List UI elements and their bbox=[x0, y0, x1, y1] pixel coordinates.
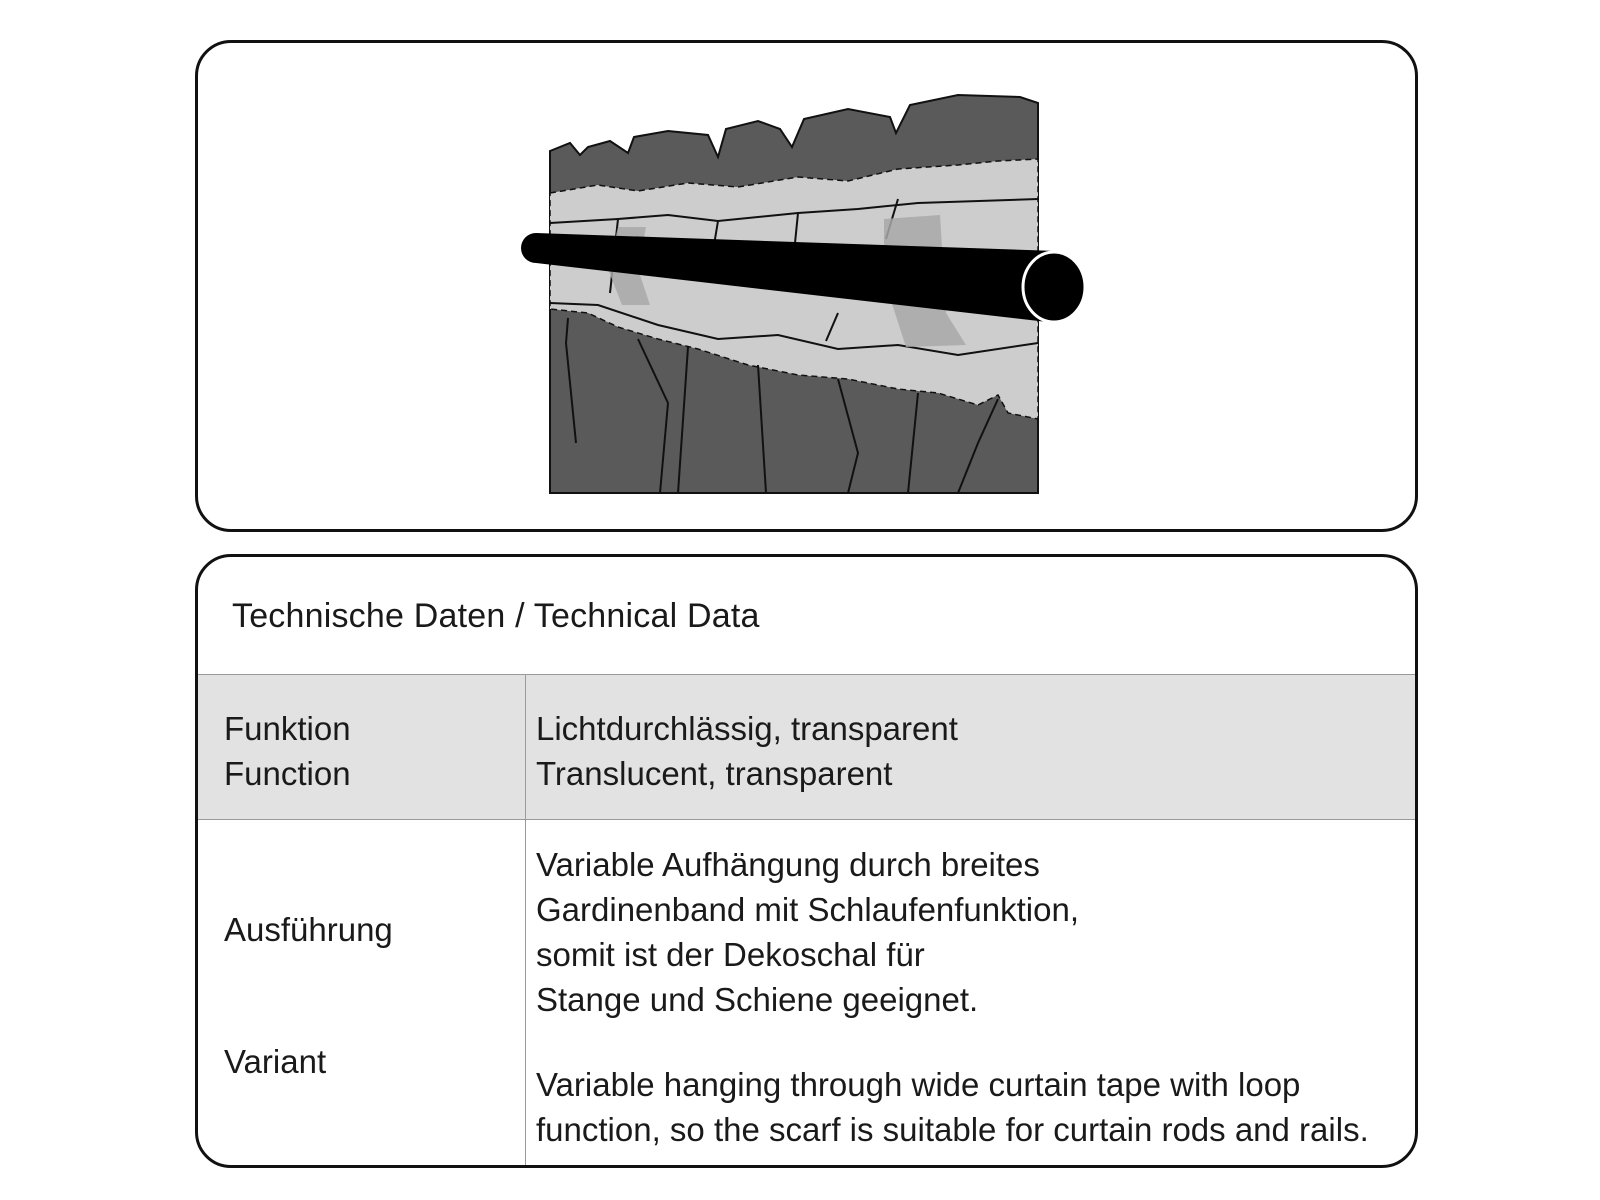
variant-value-en-line: Variable hanging through wide curtain ta… bbox=[536, 1066, 1301, 1103]
function-label-en: Function bbox=[224, 755, 351, 792]
technical-data-table: Technische Daten / Technical Data Funkti… bbox=[195, 554, 1418, 1168]
variant-value-de-line: Stange und Schiene geeignet. bbox=[536, 981, 979, 1018]
variant-label-en: Variant bbox=[224, 1043, 327, 1080]
variant-value-de-line: somit ist der Dekoschal für bbox=[536, 936, 925, 973]
variant-value-de-line: Gardinenband mit Schlaufenfunktion, bbox=[536, 891, 1080, 928]
function-value-en: Translucent, transparent bbox=[536, 755, 893, 792]
curtain-rod-end bbox=[1021, 250, 1087, 324]
table-row-function: Funktion Function Lichtdurchlässig, tran… bbox=[198, 674, 1415, 820]
variant-value-en-line: function, so the scarf is suitable for c… bbox=[536, 1111, 1369, 1148]
function-value: Lichtdurchlässig, transparent Translucen… bbox=[536, 706, 958, 796]
variant-value-de: Variable Aufhängung durch breites Gardin… bbox=[536, 842, 1079, 1022]
table-title: Technische Daten / Technical Data bbox=[232, 597, 760, 635]
curtain-rod bbox=[521, 233, 1056, 323]
table-row-variant: Ausführung Variant Variable Aufhängung d… bbox=[198, 820, 1415, 1165]
variant-value-de-line: Variable Aufhängung durch breites bbox=[536, 846, 1040, 883]
variant-value-en: Variable hanging through wide curtain ta… bbox=[536, 1062, 1369, 1152]
curtain-on-rod-illustration bbox=[521, 93, 1087, 494]
column-divider bbox=[525, 674, 526, 1165]
function-label-de: Funktion bbox=[224, 710, 351, 747]
variant-label-de: Ausführung bbox=[224, 911, 393, 948]
function-label: Funktion Function bbox=[224, 706, 351, 796]
product-illustration-panel bbox=[195, 40, 1418, 532]
function-value-de: Lichtdurchlässig, transparent bbox=[536, 710, 958, 747]
curtain-fold-lines bbox=[564, 317, 999, 494]
